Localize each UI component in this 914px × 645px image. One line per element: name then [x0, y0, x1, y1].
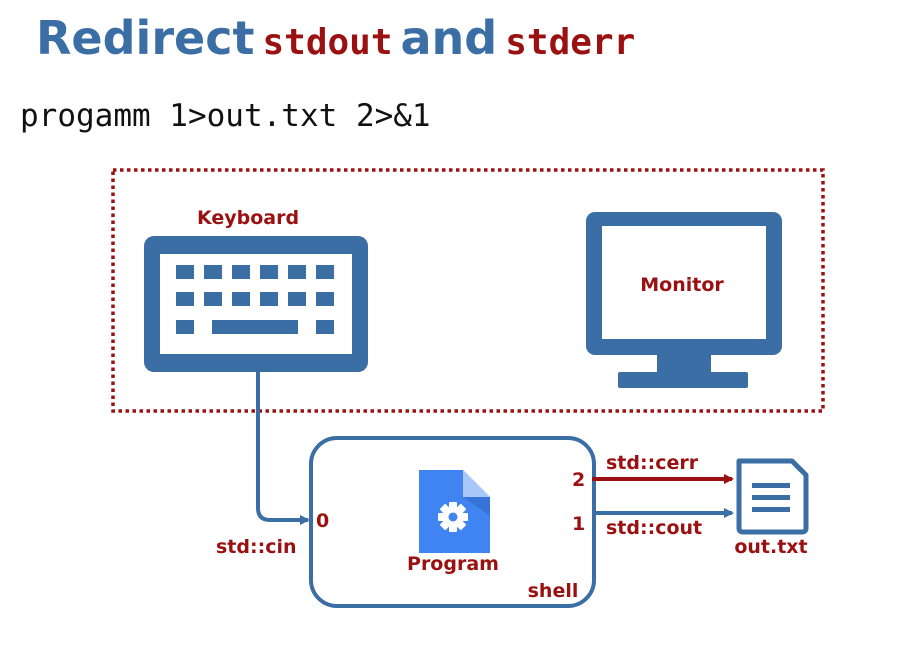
file-icon	[736, 458, 809, 535]
title-redirect: Redirect	[36, 11, 255, 65]
stderr-fd: 2	[572, 469, 585, 491]
command-line: progamm 1>out.txt 2>&1	[20, 98, 431, 134]
title-stdout: stdout	[262, 22, 393, 63]
stdout-label: std::cout	[606, 517, 702, 539]
stdin-fd: 0	[316, 510, 329, 532]
monitor-icon	[586, 212, 782, 388]
keyboard-label: Keyboard	[197, 207, 299, 229]
shell-label: shell	[528, 580, 579, 602]
stderr-label: std::cerr	[606, 452, 699, 474]
keyboard-icon	[144, 236, 368, 372]
title-and: and	[400, 11, 498, 65]
stdin-arrow	[256, 372, 310, 525]
gear-icon	[438, 502, 468, 532]
title-stderr: stderr	[505, 22, 636, 63]
stdin-label: std::cin	[216, 536, 297, 558]
stdout-fd: 1	[572, 513, 585, 535]
terminal-frame	[111, 168, 825, 413]
program-label: Program	[407, 553, 499, 575]
slide-title: Redirect stdout and stderr	[36, 8, 635, 73]
monitor-label: Monitor	[640, 274, 724, 296]
file-label: out.txt	[734, 536, 807, 558]
program-icon	[419, 470, 490, 553]
